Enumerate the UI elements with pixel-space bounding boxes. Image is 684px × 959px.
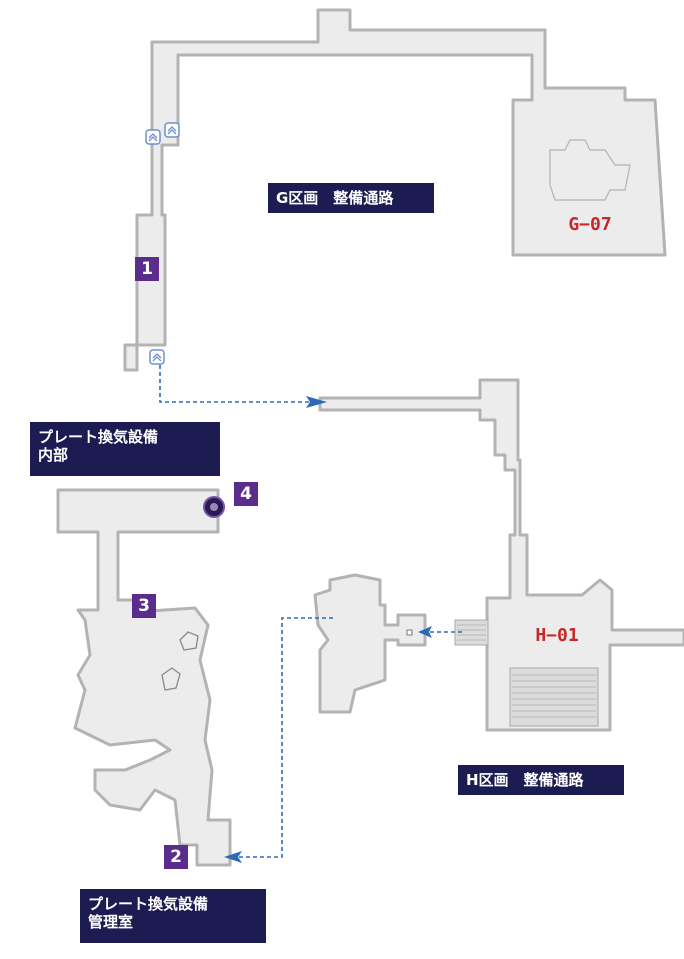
plate-control-room-label: プレート換気設備 管理室 [80, 889, 266, 943]
room-code-g07: G−07 [568, 214, 611, 235]
arrow-icon [224, 851, 242, 863]
route-lines [159, 365, 462, 858]
h01-shutter [509, 667, 599, 727]
plate-room-outline-1 [179, 631, 199, 651]
h-section-passage-text: H区画 整備通路 [466, 771, 584, 789]
g-section-passage-text: G区画 整備通路 [276, 189, 394, 207]
elevator-icon[interactable] [149, 349, 165, 365]
g-section-passage-label: G区画 整備通路 [268, 183, 434, 213]
plate-interior-line2: 内部 [38, 446, 69, 464]
plate-control-line1: プレート換気設備 [88, 895, 209, 913]
room-code-h01: H−01 [535, 625, 578, 646]
map-floor [56, 8, 684, 867]
h01-gate-lines [457, 624, 486, 641]
route-g-to-h [159, 365, 310, 403]
h-section-corridor [318, 378, 684, 732]
plate-interior-room [56, 488, 232, 867]
plate-interior-line1: プレート換気設備 [38, 428, 159, 446]
marker-4[interactable]: 4 [234, 482, 258, 506]
arrow-icon [306, 396, 327, 408]
h01-shutter-lines [512, 674, 596, 718]
route-room-to-control [237, 617, 333, 858]
marker-3[interactable]: 3 [132, 594, 156, 618]
g-section-corridor [123, 8, 667, 372]
g07-inner-outline [549, 139, 631, 201]
plate-room-outline-2 [161, 667, 181, 691]
door-marker [406, 629, 413, 636]
arrow-icon [418, 626, 432, 638]
h-section-passage-label: H区画 整備通路 [458, 765, 624, 795]
plate-control-line2: 管理室 [88, 913, 134, 931]
elevator-icon[interactable] [145, 129, 161, 145]
marker-2[interactable]: 2 [164, 845, 188, 869]
marker-1[interactable]: 1 [135, 257, 159, 281]
h-section-side-room [313, 573, 427, 714]
objective-circle-center [210, 503, 218, 511]
plate-interior-label: プレート換気設備 内部 [30, 422, 220, 476]
elevator-icon[interactable] [164, 122, 180, 138]
